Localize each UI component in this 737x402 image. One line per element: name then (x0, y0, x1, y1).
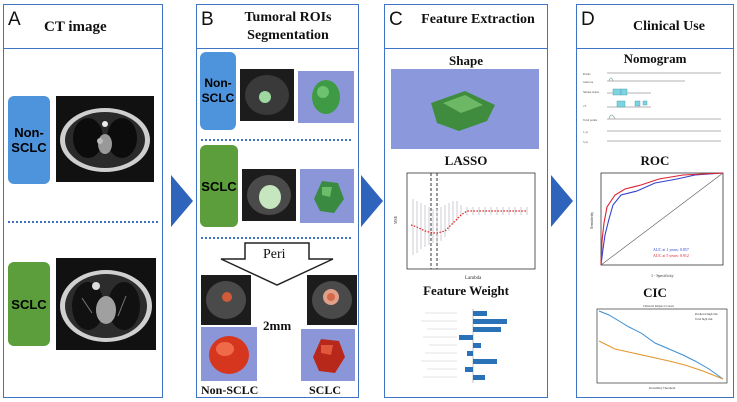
b-peri-nonsclc-3d (201, 327, 257, 381)
shape-3d-render (391, 69, 539, 149)
red-tumor-3d-icon (209, 336, 249, 374)
feature-weight-plot (401, 303, 531, 389)
a-sclc-ct-scan (56, 258, 156, 350)
panel-feature-extraction: C Feature Extraction Shape LASSO MSE (384, 4, 548, 398)
peri-mm-label: 2mm (263, 318, 292, 333)
panel-clinical-use: D Clinical Use Nomogram Points radscore S… (576, 4, 734, 398)
green-tumor-3d-icon (312, 80, 340, 114)
svg-text:1-yr: 1-yr (583, 130, 588, 134)
red-tumor-3d-icon (313, 339, 345, 373)
a-nonsclc-badge: Non- SCLC (8, 96, 50, 184)
cic-legend-2: Total high risk (695, 317, 713, 321)
shape-3d-icon (431, 91, 495, 131)
panel-b-letter: B (201, 9, 214, 30)
ct-lungs-image (60, 108, 150, 172)
panel-b-title-line2: Segmentation (247, 28, 329, 43)
panel-c-header: C Feature Extraction (385, 5, 547, 49)
feature-weight-label: Feature Weight (423, 283, 509, 298)
peri-label: Peri (263, 247, 286, 262)
panel-c-title: Feature Extraction (421, 12, 535, 27)
svg-text:Total points: Total points (583, 118, 598, 122)
roc-legend-2: AUC at 5 years: 0.912 (653, 253, 689, 258)
nomogram-plot: Points radscore Smoke status cT Total poin… (583, 72, 721, 144)
nomogram-label: Nomogram (623, 51, 687, 66)
a-nonsclc-label-1: Non- (14, 125, 44, 140)
panel-d-letter: D (581, 9, 595, 30)
shape-label: Shape (449, 53, 483, 68)
panel-a-title: CT image (44, 19, 107, 35)
b-nonsclc-label-2: SCLC (201, 91, 235, 105)
lasso-xlabel: Lambda (465, 276, 482, 281)
cic-title: Clinical Impact Curve (643, 304, 675, 308)
roi-ct-image (247, 175, 291, 215)
roc-ylabel: Sensitivity (589, 212, 594, 229)
roc-plot: AUC at 1 years: 0.857 AUC at 5 years: 0.… (589, 172, 724, 278)
b-peri-sclc-ct (307, 275, 357, 325)
lasso-plot: MSE Lambda (393, 172, 536, 281)
bottom-sclc-label: SCLC (309, 383, 342, 397)
roi-ct-image (206, 281, 246, 319)
bottom-nonsclc-label: Non-SCLC (201, 383, 259, 397)
panel-d-header: D Clinical Use (577, 5, 733, 49)
lasso-label: LASSO (444, 153, 488, 168)
a-sclc-badge: SCLC (8, 262, 50, 346)
panel-d-title: Clinical Use (633, 19, 705, 34)
svg-text:cT: cT (583, 104, 586, 108)
panel-b-title-line1: Tumoral ROIs (244, 10, 332, 25)
a-nonsclc-ct-scan (56, 96, 154, 182)
panel-segmentation: B Tumoral ROIs Segmentation Non- SCLC SC… (196, 4, 359, 398)
b-nonsclc-badge: Non- SCLC (200, 52, 236, 130)
panel-a-letter: A (8, 9, 21, 30)
arrow-b-to-c (361, 175, 383, 227)
b-peri-nonsclc-ct (201, 275, 251, 325)
roi-ct-image (245, 75, 289, 115)
a-separator (8, 221, 158, 223)
b-peri-sclc-3d (301, 329, 355, 381)
svg-text:5-yr: 5-yr (583, 140, 588, 144)
b-sclc-roi-ct (242, 169, 296, 221)
cic-legend-1: Predicted high risk (695, 312, 718, 316)
cic-xlabel: Probability Threshold (649, 386, 676, 390)
b-sclc-label: SCLC (201, 178, 237, 194)
arrow-a-to-b (171, 175, 193, 227)
b-separator-1 (201, 139, 351, 141)
b-separator-2 (201, 237, 351, 239)
panel-ct-image: A CT image Non- SCLC SCLC (3, 4, 163, 398)
roc-legend-1: AUC at 1 years: 0.857 (653, 247, 689, 252)
cic-label: CIC (643, 285, 667, 300)
svg-text:radscore: radscore (583, 80, 594, 84)
panel-a-header: A CT image (4, 5, 162, 49)
green-tumor-3d-icon (314, 181, 344, 213)
b-nonsclc-label-1: Non- (204, 76, 232, 90)
roc-label: ROC (640, 153, 670, 168)
roi-ct-image (312, 281, 352, 319)
peri-down-arrow (220, 242, 334, 286)
a-nonsclc-label-2: SCLC (11, 140, 47, 155)
svg-text:Smoke status: Smoke status (583, 90, 600, 94)
arrow-c-to-d (551, 175, 573, 227)
b-sclc-3d-roi (300, 169, 354, 223)
b-sclc-badge: SCLC (200, 145, 238, 227)
roc-xlabel: 1 - Specificity (651, 273, 674, 278)
ct-lungs-image (60, 270, 152, 342)
cic-plot: Clinical Impact Curve Predicted high ris… (596, 304, 728, 390)
svg-text:Points: Points (583, 72, 591, 76)
b-nonsclc-roi-ct (240, 69, 294, 121)
panel-b-header: B Tumoral ROIs Segmentation (197, 5, 358, 49)
b-nonsclc-3d-roi (298, 71, 354, 123)
a-sclc-label: SCLC (11, 296, 47, 312)
lasso-ylabel: MSE (393, 215, 398, 224)
panel-c-letter: C (389, 9, 403, 30)
